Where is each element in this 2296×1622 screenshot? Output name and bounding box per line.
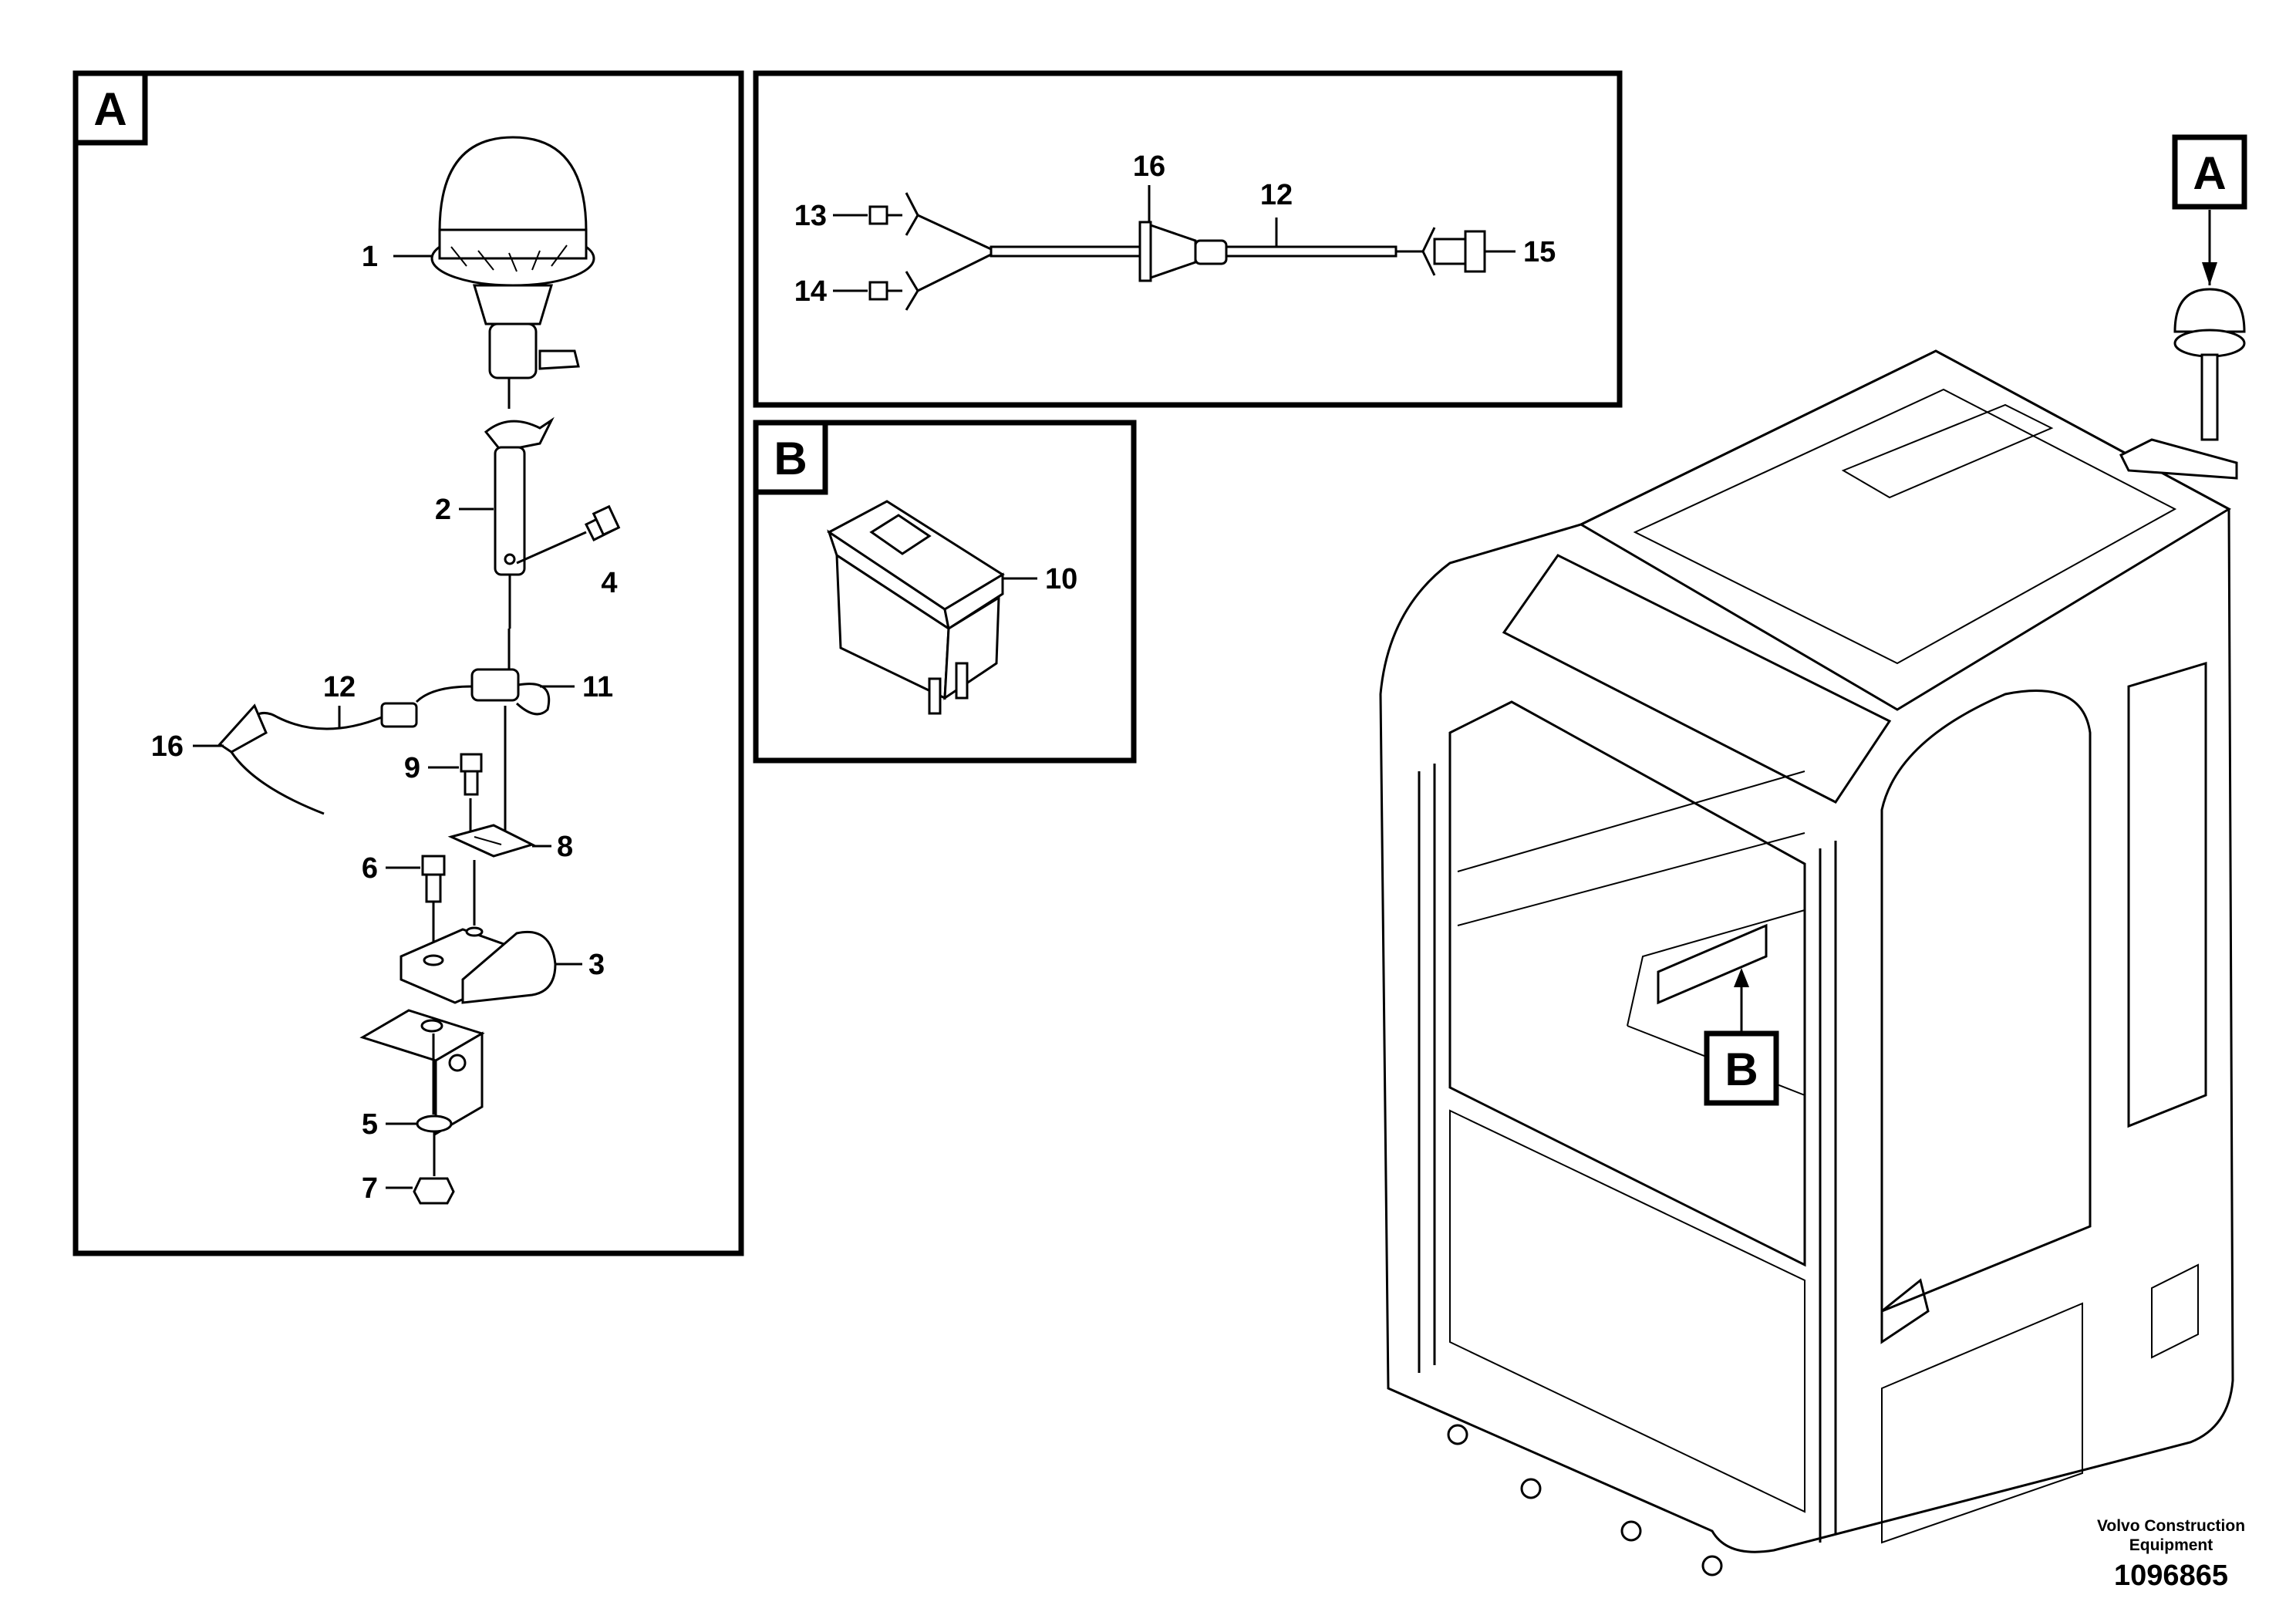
cable-clip-assembly xyxy=(217,629,551,815)
document-number: 1096865 xyxy=(2114,1560,2228,1592)
manufacturer-credit-line1: Volvo Construction xyxy=(2097,1517,2245,1535)
cab-switch-panel xyxy=(1657,923,1768,1005)
angle-bracket xyxy=(359,1009,485,1136)
connector-15 xyxy=(1396,227,1486,276)
callout-14: 14 xyxy=(794,275,827,308)
callout-12-panel-a: 12 xyxy=(323,671,356,703)
callout-3: 3 xyxy=(588,949,605,981)
wire-segment xyxy=(990,245,1147,258)
panel-a-frame xyxy=(72,70,744,1256)
screw-4 xyxy=(516,504,621,565)
panel-a-ref-label: A xyxy=(93,83,126,135)
callout-13: 13 xyxy=(794,200,827,232)
cab-door-window xyxy=(1880,690,2092,1313)
callout-4: 4 xyxy=(601,567,617,599)
screw-9 xyxy=(460,753,483,796)
cab-front-opening xyxy=(1448,700,1806,1267)
cab-side-window xyxy=(2127,661,2207,1128)
callout-6: 6 xyxy=(362,852,378,885)
cab-beacon xyxy=(2119,210,2246,480)
wire-14 xyxy=(887,253,992,311)
cab-ref-b-label: B xyxy=(1725,1044,1758,1095)
mounting-bracket-3 xyxy=(400,926,557,1004)
connector-14 xyxy=(868,281,888,301)
cable-12 xyxy=(1225,245,1397,258)
mounting-pipe xyxy=(484,416,555,629)
cab-overview: A B xyxy=(1379,134,2247,1576)
detail-panel-a: A 1 2 4 xyxy=(72,70,744,1256)
callout-7: 7 xyxy=(362,1172,378,1205)
rocker-switch xyxy=(827,500,1005,715)
wiring-harness-panel: 13 14 16 12 15 xyxy=(753,70,1623,408)
cab-roof xyxy=(1578,349,2232,711)
callout-15: 15 xyxy=(1523,236,1556,268)
callout-1: 1 xyxy=(362,241,378,273)
cab-ref-a-box xyxy=(2172,134,2247,210)
callout-16-wiring: 16 xyxy=(1133,150,1165,183)
callout-8: 8 xyxy=(557,831,573,863)
panel-b-frame xyxy=(753,420,1137,764)
callout-11: 11 xyxy=(582,671,613,703)
nut-7 xyxy=(413,1131,455,1205)
cab-skylight xyxy=(1502,554,1892,804)
wire-13 xyxy=(887,192,992,251)
callout-12-wiring: 12 xyxy=(1260,179,1293,211)
callout-2: 2 xyxy=(435,494,451,526)
grommet-16 xyxy=(1138,221,1228,282)
panel-a-ref-box xyxy=(72,70,148,146)
wiring-panel-frame xyxy=(753,70,1623,408)
screw-6 xyxy=(421,855,476,956)
callout-5: 5 xyxy=(362,1108,378,1141)
callout-10: 10 xyxy=(1045,563,1077,595)
callout-9: 9 xyxy=(404,752,420,784)
beacon-lamp xyxy=(430,136,595,409)
cab-ref-a-label: A xyxy=(2193,147,2226,199)
panel-b-ref-box xyxy=(753,420,828,495)
callout-16-panel-a: 16 xyxy=(151,730,184,763)
panel-b-ref-label: B xyxy=(774,433,807,484)
washer-5 xyxy=(416,1114,453,1133)
cable-clamp-8 xyxy=(447,706,536,858)
cab-ref-b-box xyxy=(1704,1030,1779,1106)
connector-13 xyxy=(868,205,888,225)
detail-panel-b: B 10 xyxy=(753,420,1137,764)
manufacturer-credit-line2: Equipment xyxy=(2129,1536,2213,1554)
